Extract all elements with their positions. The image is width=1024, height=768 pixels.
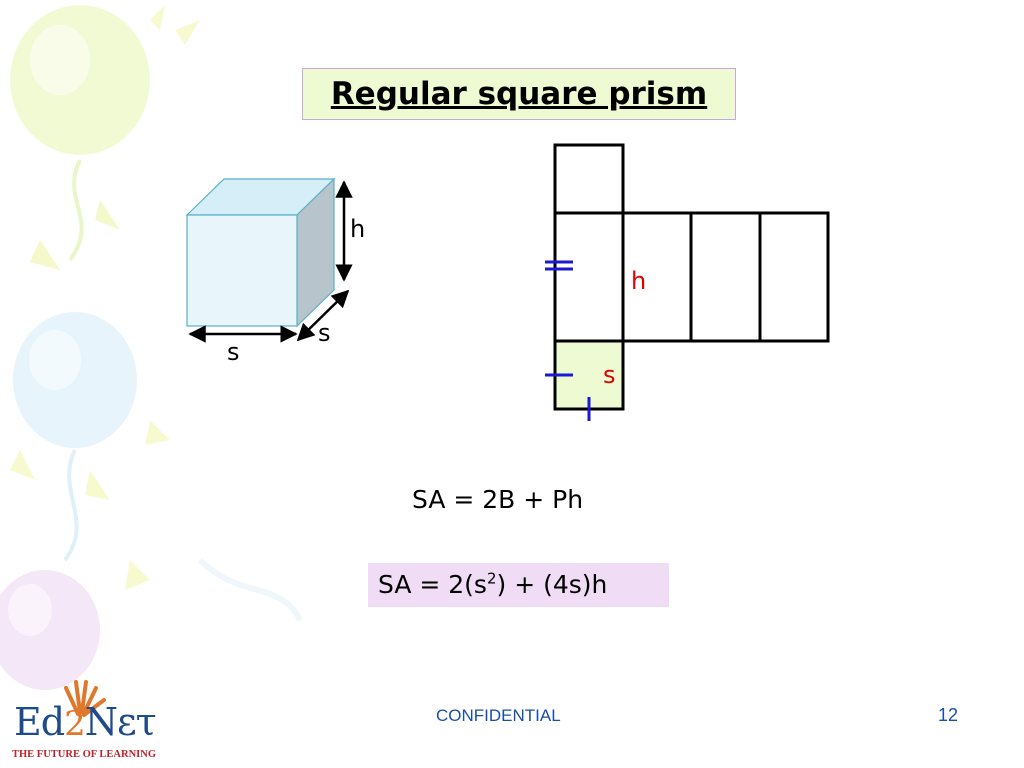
- formula-suffix: ) + (4s)h: [496, 570, 608, 599]
- formula-exponent: 2: [486, 569, 497, 588]
- net-height-label: h: [631, 267, 646, 295]
- slide-title: Regular square prism: [330, 76, 708, 112]
- prism-height-label: h: [350, 215, 365, 243]
- formula-prefix: SA = 2(s: [378, 570, 487, 599]
- prism-depth-label: s: [318, 319, 331, 347]
- logo-wordmark: Ed2Nετ: [14, 700, 157, 744]
- depth-arrow: [296, 289, 350, 342]
- footer-confidential: CONFIDENTIAL: [436, 706, 561, 725]
- square-prism-3d: h s s: [185, 177, 365, 366]
- surface-area-formula-specific: SA = 2(s2) + (4s)h: [378, 570, 607, 599]
- prism-front-face: [186, 214, 298, 327]
- net-lateral-face: [553, 211, 625, 343]
- net-side-label: s: [603, 361, 616, 389]
- surface-area-formula-box: SA = 2(s2) + (4s)h: [368, 563, 669, 607]
- page-number: 12: [938, 705, 959, 725]
- net-lateral-face: [689, 211, 762, 343]
- slide-title-box: Regular square prism: [302, 68, 736, 120]
- prism-net: [545, 143, 830, 421]
- net-lateral-face: [758, 211, 830, 343]
- surface-area-formula-general: SA = 2B + Ph: [412, 485, 584, 514]
- prism-width-label: s: [227, 338, 240, 366]
- ed2net-logo: Ed2Nετ THE FUTURE OF LEARNING: [10, 678, 170, 764]
- logo-tagline: THE FUTURE OF LEARNING: [12, 749, 157, 760]
- hand-icon: [64, 680, 106, 717]
- net-top-base: [553, 143, 625, 215]
